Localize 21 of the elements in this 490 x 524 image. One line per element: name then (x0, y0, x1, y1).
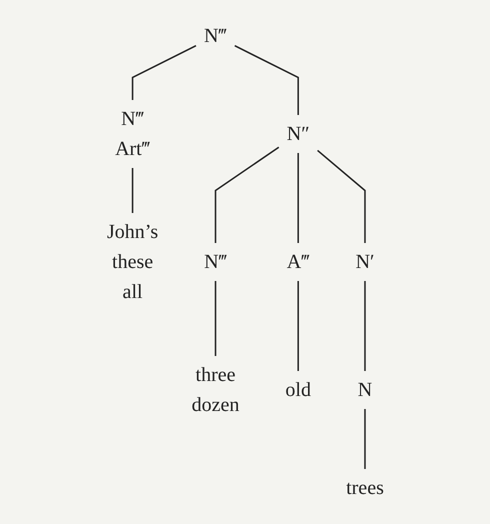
node-text: trees (346, 476, 384, 499)
node-text: A‴ (286, 250, 310, 273)
connector (234, 45, 298, 115)
connector (131, 45, 196, 100)
connector (296, 153, 298, 243)
connector (296, 281, 298, 371)
node-text: N″ (286, 122, 310, 145)
connector (364, 281, 366, 371)
connector (214, 146, 279, 243)
node-text: N‴ Art‴ (114, 108, 150, 160)
node-text: N‴ (204, 250, 226, 273)
node-text: three dozen (191, 364, 239, 416)
connector (316, 150, 366, 243)
node-text: N‴ (204, 25, 226, 47)
node-text: N′ (355, 250, 374, 273)
node-text: old (284, 378, 311, 401)
connector (214, 281, 216, 356)
connector (364, 409, 366, 469)
connector (131, 168, 133, 213)
node-text: N (357, 378, 372, 401)
node-text: John’s these all (106, 220, 158, 303)
